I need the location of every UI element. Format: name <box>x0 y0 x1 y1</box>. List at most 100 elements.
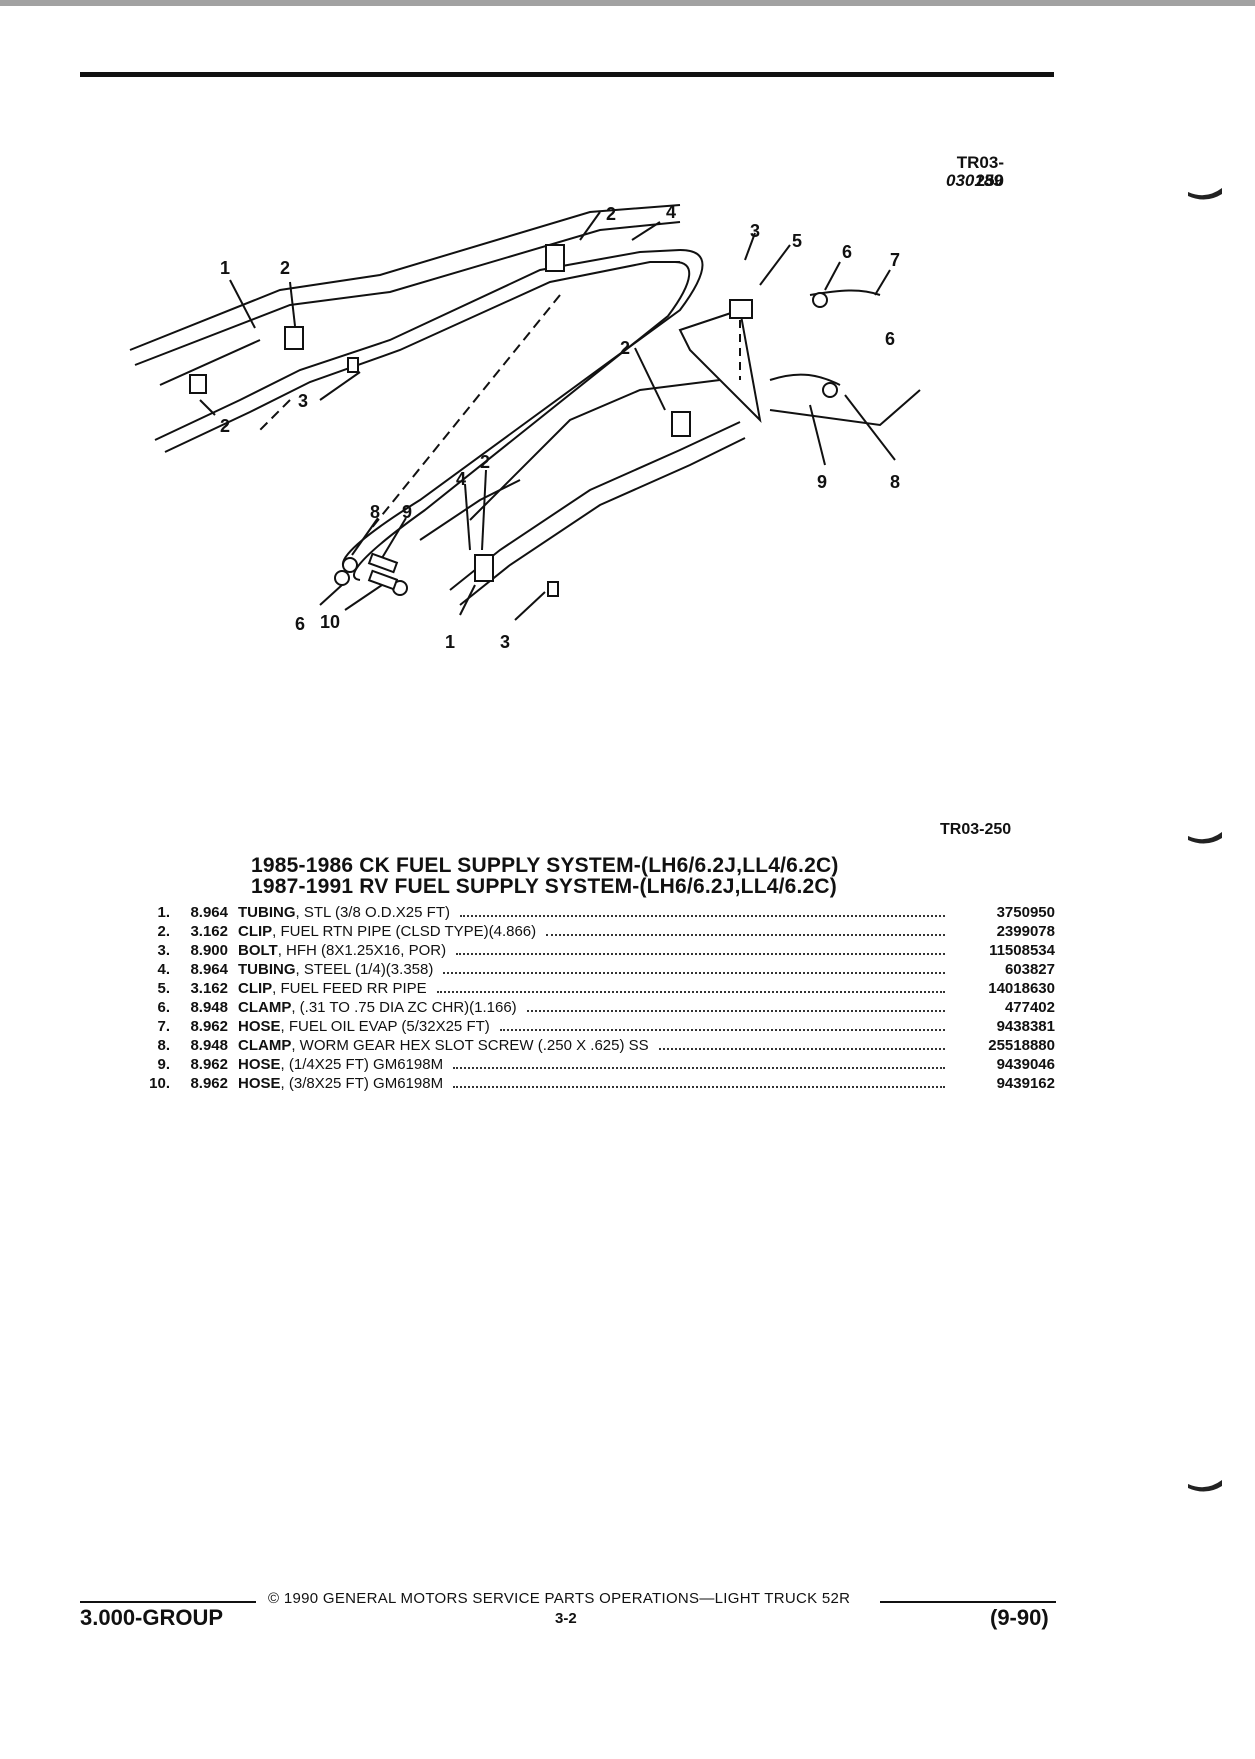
clamp <box>342 557 358 573</box>
parts-row: 5. 3.162 CLIP, FUEL FEED RR PIPE 1401863… <box>130 979 1055 998</box>
item-number: 3. <box>157 942 170 959</box>
part-number: 11508534 <box>989 942 1055 959</box>
callout-label: 1 <box>445 632 455 652</box>
figure-code: TR03-250 <box>956 153 1004 190</box>
copyright-notice: © 1990 GENERAL MOTORS SERVICE PARTS OPER… <box>268 1590 851 1607</box>
group-code: 8.900 <box>190 942 228 959</box>
clamp <box>334 570 350 586</box>
callout-label: 2 <box>220 416 230 436</box>
callout-label: 6 <box>885 329 895 349</box>
callout-label: 4 <box>666 202 676 222</box>
item-number: 6. <box>157 999 170 1016</box>
leader-dots <box>658 1047 945 1050</box>
parts-row: 1. 8.964 TUBING, STL (3/8 O.D.X25 FT) 37… <box>130 903 1055 922</box>
callout-label: 2 <box>480 452 490 472</box>
parts-row: 2. 3.162 CLIP, FUEL RTN PIPE (CLSD TYPE)… <box>130 922 1055 941</box>
parts-list: 1. 8.964 TUBING, STL (3/8 O.D.X25 FT) 37… <box>130 903 1055 1093</box>
clip <box>189 374 207 394</box>
clip <box>474 554 494 582</box>
fuel-line <box>164 261 680 453</box>
figure-date: 030189 <box>946 171 1003 190</box>
leader-dots <box>453 1066 945 1069</box>
part-name: CLAMP <box>238 999 292 1016</box>
page-number: 3-2 <box>555 1610 577 1627</box>
leader-dots <box>526 1009 945 1012</box>
part-name: HOSE <box>238 1018 281 1035</box>
tank-outline <box>769 389 921 427</box>
item-number: 4. <box>157 961 170 978</box>
callout-label: 2 <box>280 258 290 278</box>
part-detail: , FUEL OIL EVAP (5/32X25 FT) <box>280 1018 490 1035</box>
clip <box>545 244 565 272</box>
item-number: 8. <box>157 1037 170 1054</box>
leader-dots <box>443 971 945 974</box>
parts-row: 8. 8.948 CLAMP, WORM GEAR HEX SLOT SCREW… <box>130 1036 1055 1055</box>
part-description: CLIP, FUEL RTN PIPE (CLSD TYPE)(4.866) <box>238 922 536 941</box>
leader-dots <box>456 952 945 955</box>
group-code: 8.962 <box>190 1018 228 1035</box>
part-description: HOSE, (1/4X25 FT) GM6198M <box>238 1055 443 1074</box>
callout-label: 6 <box>842 242 852 262</box>
item-number: 9. <box>157 1056 170 1073</box>
parts-row: 4. 8.964 TUBING, STEEL (1/4)(3.358) 6038… <box>130 960 1055 979</box>
group-code: 3.162 <box>190 923 228 940</box>
group-code: 8.948 <box>190 999 228 1016</box>
callout-label: 8 <box>370 502 380 522</box>
leader-dots <box>546 933 945 936</box>
part-name: CLAMP <box>238 1037 292 1054</box>
body-outline <box>419 479 521 541</box>
clip <box>729 299 753 319</box>
callout-label: 6 <box>295 614 305 634</box>
callout-label: 9 <box>817 472 827 492</box>
revision-date: (9-90) <box>990 1605 1049 1630</box>
leader-dots <box>436 990 945 993</box>
item-number: 10. <box>149 1075 170 1092</box>
header-rule <box>80 72 1054 77</box>
leader-dots <box>459 914 945 917</box>
part-number: 603827 <box>1004 961 1055 978</box>
tank-outline <box>678 308 762 423</box>
part-name: HOSE <box>238 1056 281 1073</box>
part-name: HOSE <box>238 1075 281 1092</box>
part-description: CLAMP, (.31 TO .75 DIA ZC CHR)(1.166) <box>238 998 517 1017</box>
callout-label: 3 <box>298 391 308 411</box>
part-name: CLIP <box>238 923 273 940</box>
part-description: TUBING, STL (3/8 O.D.X25 FT) <box>238 903 450 922</box>
body-outline <box>469 379 721 521</box>
item-number: 1. <box>157 904 170 921</box>
group-code: 8.964 <box>190 961 228 978</box>
part-name: TUBING <box>238 961 296 978</box>
callout-label: 2 <box>606 204 616 224</box>
bolt <box>547 581 559 597</box>
part-detail: , STL (3/8 O.D.X25 FT) <box>295 904 450 921</box>
part-description: HOSE, FUEL OIL EVAP (5/32X25 FT) <box>238 1017 490 1036</box>
footer-rule <box>880 1601 1056 1603</box>
part-number: 9439046 <box>996 1056 1055 1073</box>
fuel-line <box>154 249 681 441</box>
callout-label: 5 <box>792 231 802 251</box>
part-name: TUBING <box>238 904 296 921</box>
section-title: 1985-1986 CK FUEL SUPPLY SYSTEM-(LH6/6.2… <box>251 854 839 877</box>
clip <box>284 326 304 350</box>
scan-edge-line <box>0 0 1255 6</box>
part-number: 477402 <box>1004 999 1055 1016</box>
group-code: 8.948 <box>190 1037 228 1054</box>
callout-label: 3 <box>750 221 760 241</box>
fuel-supply-diagram: 1 2 2 4 3 2 3 5 6 7 2 6 9 8 2 4 8 9 6 10… <box>129 202 921 652</box>
part-number: 2399078 <box>996 923 1055 940</box>
callout-label: 4 <box>456 469 466 489</box>
part-name: CLIP <box>238 980 273 997</box>
callout-label: 8 <box>890 472 900 492</box>
fuel-line <box>341 249 704 571</box>
clamp <box>822 382 838 398</box>
group-label: 3.000-GROUP <box>80 1605 224 1630</box>
frame-rail <box>159 339 261 386</box>
group-code: 8.962 <box>190 1056 228 1073</box>
footer-rule <box>80 1601 256 1603</box>
group-code: 8.964 <box>190 904 228 921</box>
punch-mark <box>1188 1480 1222 1492</box>
part-number: 9439162 <box>996 1075 1055 1092</box>
callout-label: 9 <box>402 502 412 522</box>
clip <box>671 411 691 437</box>
part-detail: , (1/4X25 FT) GM6198M <box>280 1056 444 1073</box>
